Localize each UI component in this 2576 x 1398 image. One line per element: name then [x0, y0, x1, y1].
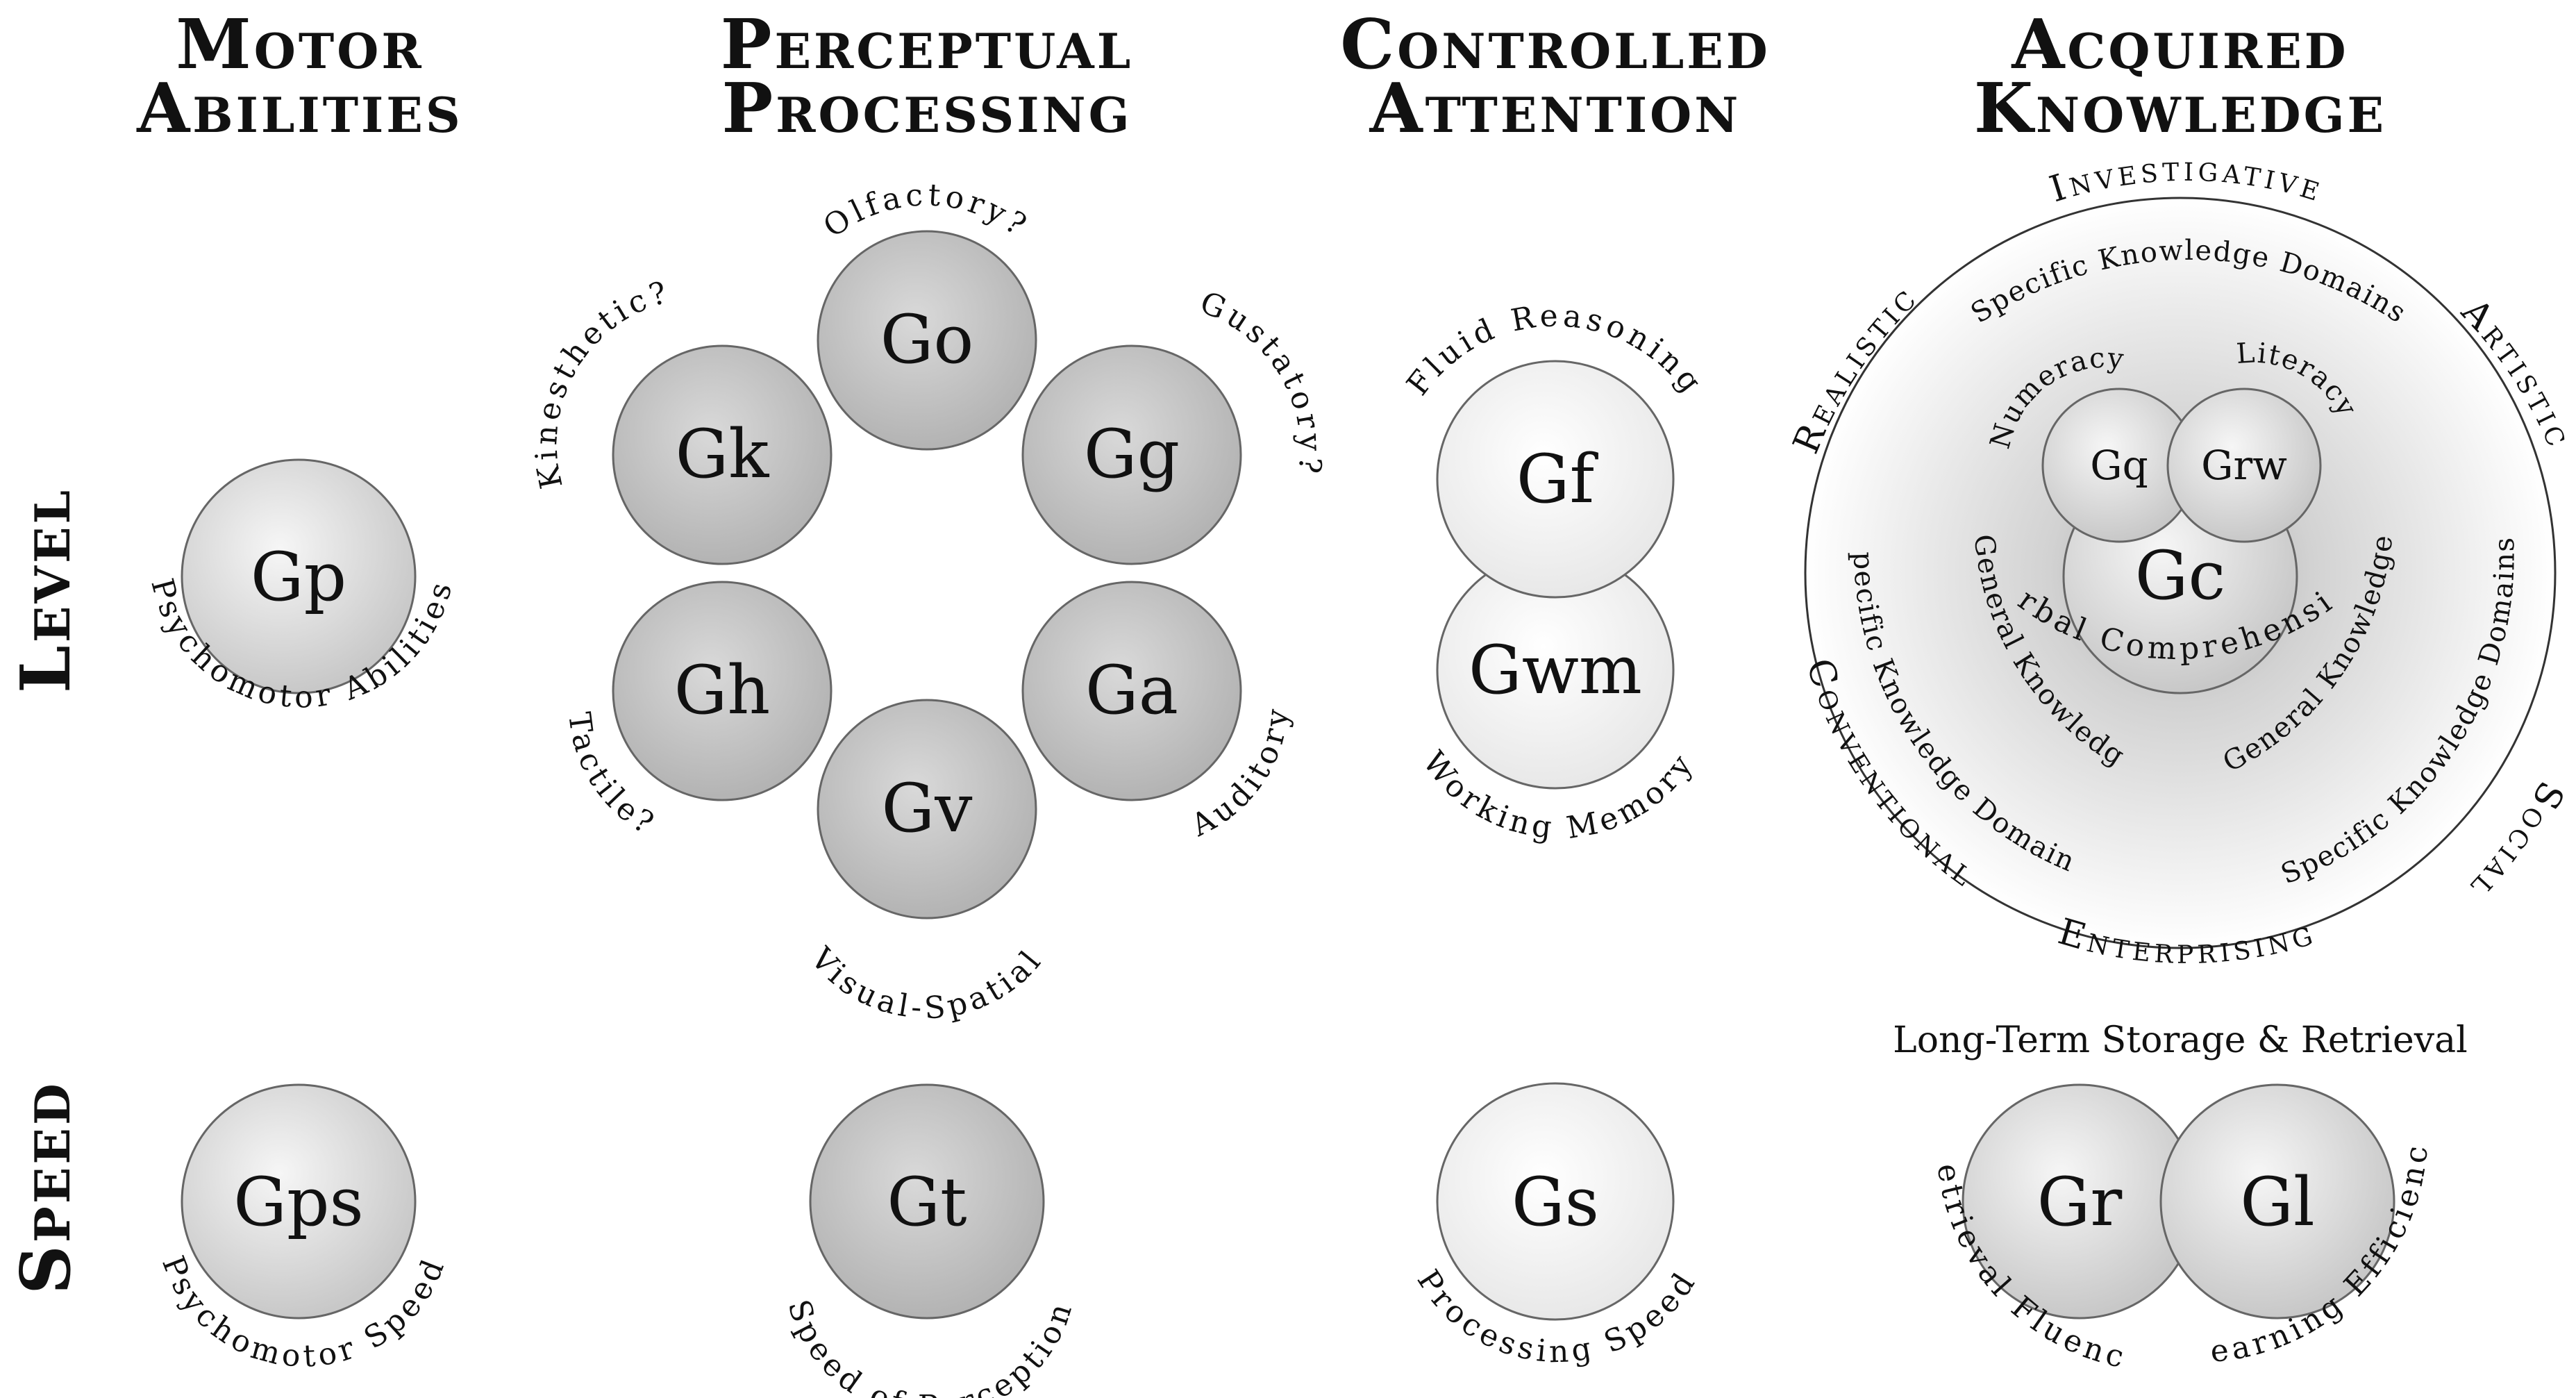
node-gv-label: Visual-Spatial — [803, 940, 1051, 1026]
node-gwm-symbol: Gwm — [1469, 631, 1642, 709]
node-gg-circle — [1021, 344, 1242, 565]
header-acquired-knowledge: Acquired Knowledge — [1974, 5, 2386, 149]
node-gq-symbol: Gq — [2090, 442, 2148, 489]
header-acquired-line1: Acquired — [2011, 5, 2348, 85]
node-gh-symbol: Gh — [674, 651, 771, 729]
node-go: Go Olfactory? — [817, 177, 1037, 451]
header-perceptual-processing: Perceptual Processing — [721, 5, 1133, 149]
node-gs-symbol: Gs — [1512, 1163, 1599, 1241]
node-gs-circle — [1436, 1082, 1675, 1321]
node-gv-symbol: Gv — [882, 769, 973, 847]
node-gl-symbol: Gl — [2240, 1163, 2314, 1241]
node-grw-circle — [2166, 388, 2322, 543]
ltsr-title: Long-Term Storage & Retrieval — [1893, 1020, 2468, 1061]
header-controlled-line2: Attention — [1369, 69, 1741, 149]
node-gh: Gh Tactile? — [561, 581, 833, 843]
node-gl-circle — [2159, 1083, 2395, 1320]
node-gps-circle — [181, 1083, 417, 1320]
node-gh-circle — [612, 581, 833, 801]
header-perceptual-line2: Processing — [721, 69, 1132, 149]
node-go-circle — [817, 230, 1037, 451]
row-label-speed: Speed — [6, 1081, 86, 1295]
node-gps: Gps Psychomotor Speed — [155, 1083, 449, 1374]
node-gt-circle — [809, 1083, 1045, 1320]
node-gf-circle — [1436, 360, 1675, 599]
header-controlled-line1: Controlled — [1340, 5, 1770, 85]
header-motor-line1: Motor — [176, 5, 424, 85]
node-gp: Gp Psychomotor Abilities — [144, 458, 456, 715]
node-gps-symbol: Gps — [233, 1163, 363, 1241]
node-gc-symbol: Gc — [2135, 537, 2225, 615]
header-motor-abilities: Motor Abilities — [136, 5, 462, 149]
node-gg-symbol: Gg — [1084, 415, 1180, 493]
node-ga: Ga Auditory — [1021, 581, 1292, 844]
row-label-level: Level — [6, 488, 86, 693]
node-gk: Gk Kinesthetic? — [528, 274, 833, 565]
node-gs: Gs Processing Speed — [1410, 1082, 1700, 1370]
node-gp-symbol: Gp — [251, 538, 346, 616]
node-gf-symbol: Gf — [1516, 440, 1599, 518]
node-gf: Gf Fluid Reasoning — [1400, 298, 1707, 599]
node-gt-symbol: Gt — [887, 1163, 967, 1241]
header-motor-line2: Abilities — [136, 69, 462, 149]
node-go-symbol: Go — [880, 301, 973, 378]
node-gg: Gg Gustatory? — [1021, 285, 1324, 565]
node-gq: Gq Numeracy — [1984, 342, 2197, 543]
header-acquired-line2: Knowledge — [1974, 69, 2386, 149]
node-gk-circle — [612, 344, 833, 565]
node-ga-symbol: Ga — [1085, 651, 1178, 729]
node-gv-circle — [817, 699, 1037, 919]
node-gp-circle — [181, 458, 417, 694]
node-ga-circle — [1021, 581, 1242, 801]
node-gt: Gt Speed of Perception — [780, 1083, 1076, 1398]
node-gr-symbol: Gr — [2037, 1163, 2123, 1241]
header-perceptual-line1: Perceptual — [721, 5, 1133, 85]
node-gk-symbol: Gk — [676, 415, 770, 493]
node-grw-symbol: Grw — [2201, 442, 2287, 489]
node-gv: Gv Visual-Spatial — [803, 699, 1051, 1026]
header-controlled-attention: Controlled Attention — [1340, 5, 1770, 149]
